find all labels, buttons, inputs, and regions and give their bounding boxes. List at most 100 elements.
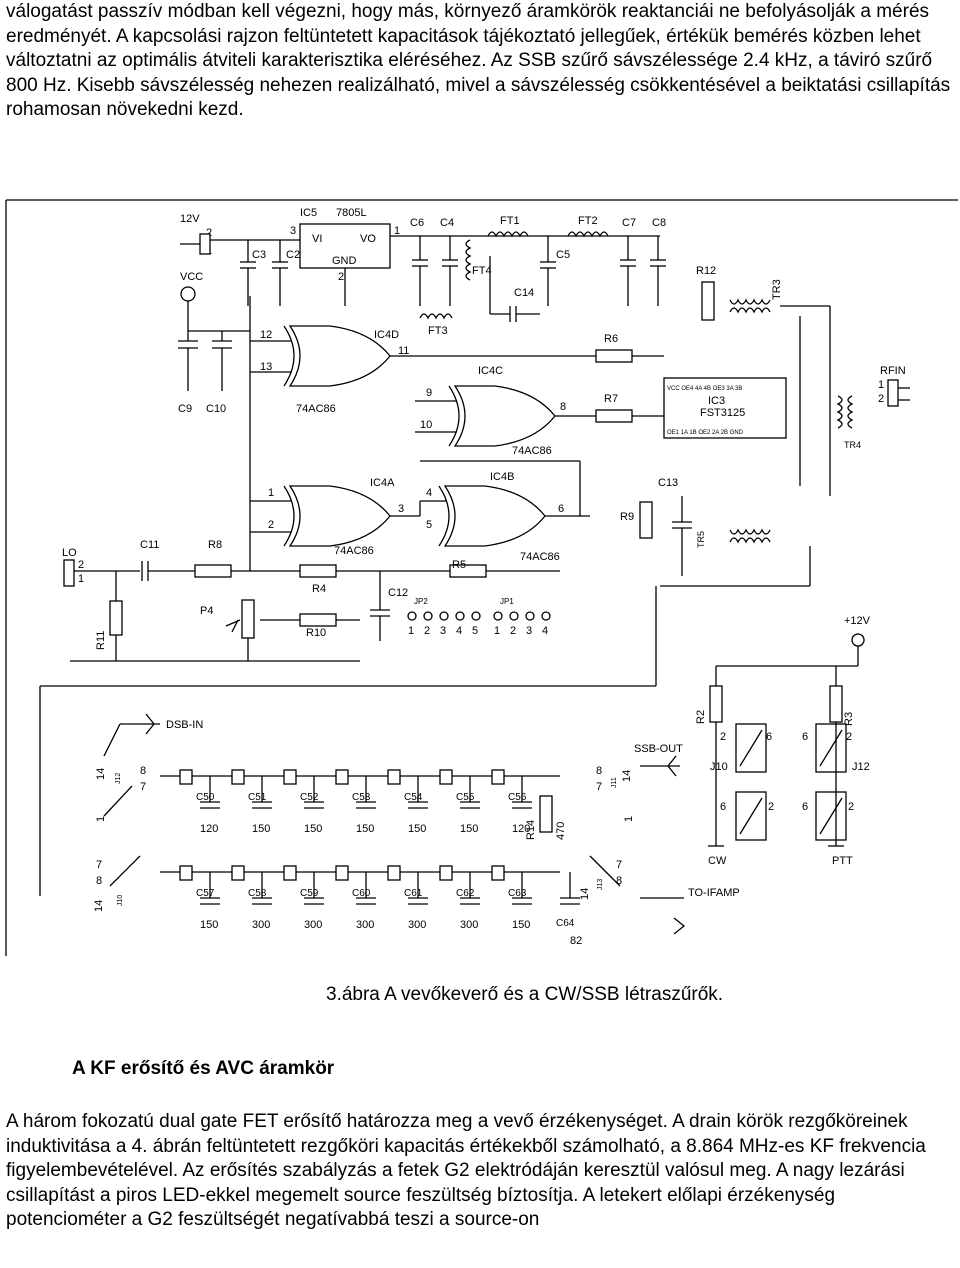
jumper-jp2[interactable]: [407, 611, 481, 621]
svg-text:FT2: FT2: [578, 215, 598, 227]
svg-text:2: 2: [768, 801, 774, 813]
svg-text:C54: C54: [404, 792, 423, 803]
svg-text:300: 300: [356, 919, 374, 931]
svg-text:2: 2: [720, 731, 726, 743]
resistor-r7: [595, 409, 633, 423]
svg-text:13: 13: [260, 361, 272, 373]
svg-text:JP1: JP1: [500, 597, 514, 606]
svg-text:8: 8: [96, 875, 102, 887]
svg-text:1: 1: [494, 625, 500, 637]
tr5-transformer: [729, 537, 771, 544]
svg-text:1: 1: [78, 573, 84, 585]
xor-gate-ic4b: [443, 485, 546, 547]
svg-text:3: 3: [440, 625, 446, 637]
svg-text:8: 8: [560, 401, 566, 413]
resistor-r10: [299, 613, 337, 627]
svg-text:C51: C51: [248, 792, 267, 803]
svg-text:R5: R5: [452, 559, 466, 571]
svg-text:VO: VO: [360, 233, 376, 245]
svg-text:J12: J12: [115, 773, 122, 784]
body-paragraph: A három fokozatú dual gate FET erősítő h…: [6, 1111, 926, 1230]
svg-text:R12: R12: [696, 265, 716, 277]
resistor-r6: [595, 349, 633, 363]
svg-text:C60: C60: [352, 888, 371, 899]
svg-text:12: 12: [260, 329, 272, 341]
svg-text:J11: J11: [611, 777, 618, 788]
svg-text:74AC86: 74AC86: [334, 545, 374, 557]
svg-text:C53: C53: [352, 792, 371, 803]
svg-text:2: 2: [848, 801, 854, 813]
svg-text:R11: R11: [95, 631, 107, 650]
svg-text:1: 1: [408, 625, 414, 637]
svg-text:1: 1: [394, 225, 400, 237]
receiver-mixer-schematic: 12V 21 VCC IC5 7805L VI VO GND 3 1 2 C3 …: [5, 199, 958, 956]
svg-text:10: 10: [420, 419, 432, 431]
svg-text:J12: J12: [852, 761, 870, 773]
regulator-7805: [299, 223, 391, 269]
port-dsb-in: DSB-IN: [166, 719, 203, 731]
figure-caption: 3.ábra A vevőkeverő és a CW/SSB létraszű…: [326, 984, 724, 1005]
crystal-ladder-cw: [179, 865, 505, 881]
svg-text:C9: C9: [178, 403, 192, 415]
resistor-r2: [709, 685, 723, 723]
svg-text:FT3: FT3: [428, 325, 448, 337]
svg-text:VI: VI: [312, 233, 322, 245]
svg-text:8: 8: [596, 765, 602, 777]
vcc-label: VCC: [180, 271, 203, 283]
svg-text:120: 120: [200, 823, 218, 835]
svg-text:C64: C64: [556, 918, 575, 929]
ic5-part: 7805L: [336, 207, 367, 219]
svg-text:4: 4: [426, 487, 432, 499]
svg-text:300: 300: [408, 919, 426, 931]
svg-text:2: 2: [338, 271, 344, 283]
svg-text:P4: P4: [200, 605, 213, 617]
svg-text:R8: R8: [208, 539, 222, 551]
svg-text:FST3125: FST3125: [700, 407, 745, 419]
svg-text:6: 6: [802, 801, 808, 813]
lo-connector: [63, 559, 75, 587]
svg-text:GND: GND: [332, 255, 357, 267]
svg-text:6: 6: [766, 731, 772, 743]
svg-text:TR4: TR4: [844, 440, 861, 450]
svg-text:C3: C3: [252, 249, 266, 261]
svg-text:6: 6: [802, 731, 808, 743]
svg-text:R6: R6: [604, 333, 618, 345]
svg-text:2: 2: [78, 559, 84, 571]
ladder-caps-cw: [200, 872, 580, 905]
svg-text:74AC86: 74AC86: [520, 551, 560, 563]
port-rfin: RFIN: [880, 365, 906, 377]
svg-text:FT1: FT1: [500, 215, 520, 227]
svg-text:150: 150: [304, 823, 322, 835]
potentiometer-p4: [241, 599, 255, 639]
svg-text:C10: C10: [206, 403, 226, 415]
ft4-inductor: [465, 239, 472, 281]
resistor-r14: [539, 795, 553, 833]
svg-text:C58: C58: [248, 888, 267, 899]
jumper-jp1[interactable]: [493, 611, 551, 621]
svg-text:TR5: TR5: [696, 531, 706, 548]
port-cw: CW: [708, 855, 727, 867]
svg-text:150: 150: [252, 823, 270, 835]
svg-text:C61: C61: [404, 888, 423, 899]
svg-text:7: 7: [616, 859, 622, 871]
ic5-ref: IC5: [300, 207, 317, 219]
svg-text:1: 1: [878, 379, 884, 391]
xor-gate-ic4a: [288, 485, 391, 547]
svg-text:R10: R10: [306, 627, 326, 639]
svg-text:C62: C62: [456, 888, 475, 899]
svg-text:R4: R4: [312, 583, 326, 595]
supply-12v-label: 12V: [180, 213, 200, 225]
svg-text:150: 150: [408, 823, 426, 835]
svg-text:C12: C12: [388, 587, 408, 599]
port-lo: LO: [62, 547, 77, 559]
svg-text:2: 2: [510, 625, 516, 637]
intro-paragraph: válogatást passzív módban kell végezni, …: [6, 1, 951, 120]
svg-text:7: 7: [96, 859, 102, 871]
svg-text:1: 1: [268, 487, 274, 499]
svg-text:C4: C4: [440, 217, 454, 229]
svg-text:5: 5: [426, 519, 432, 531]
svg-text:300: 300: [460, 919, 478, 931]
resistor-r12: [701, 281, 715, 321]
svg-text:5: 5: [472, 625, 478, 637]
xor-gate-ic4c: [453, 385, 556, 447]
